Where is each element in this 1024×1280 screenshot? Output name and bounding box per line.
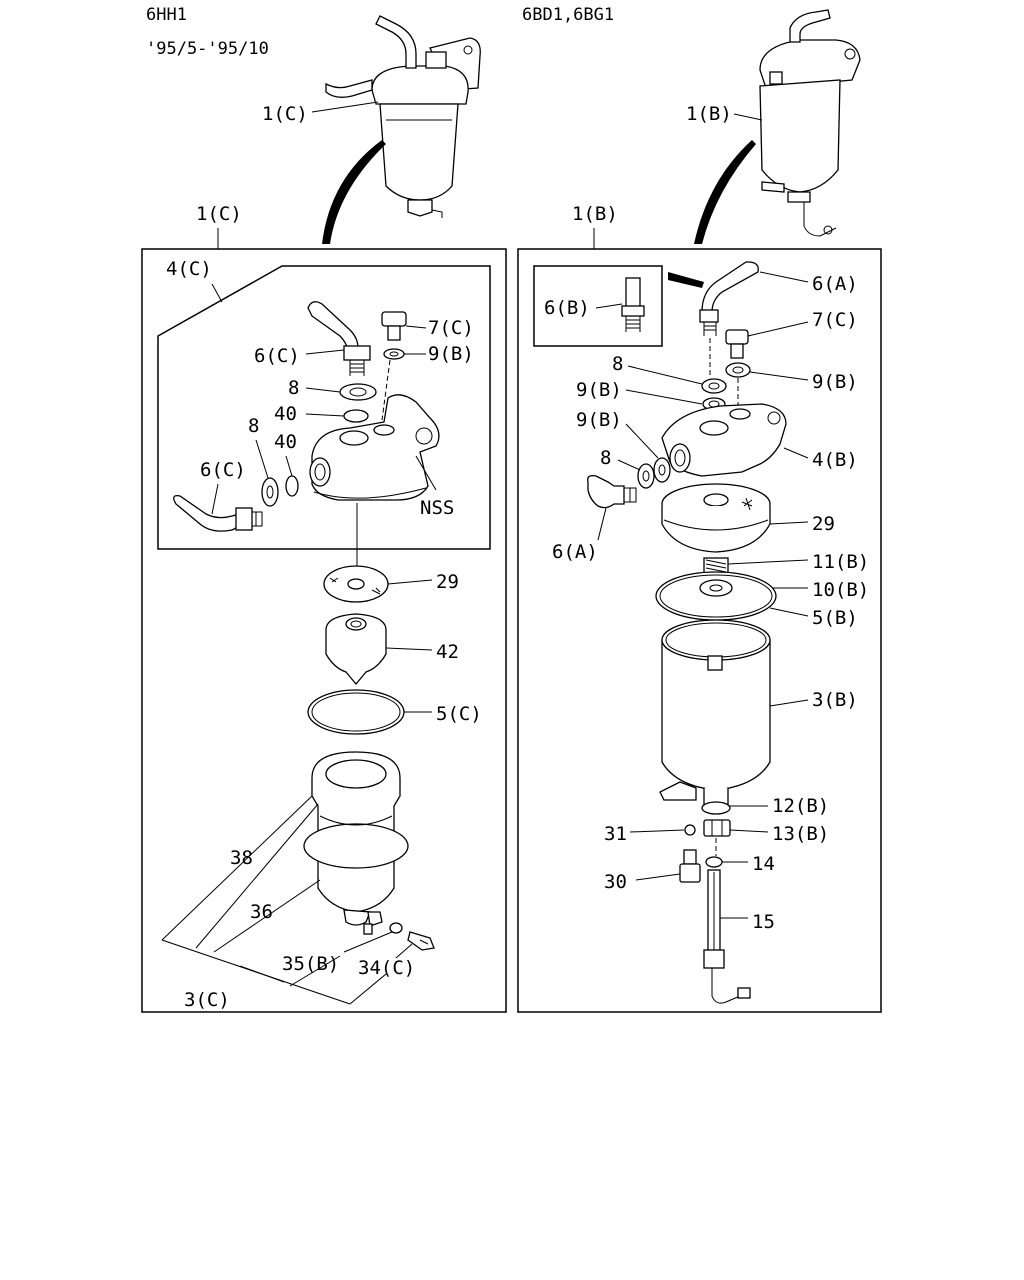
- right-parts-panel: [517, 248, 882, 1013]
- right-washer-8-top-callout: 8: [612, 353, 623, 375]
- right-washer-9b-left-b-callout: 9(B): [576, 409, 622, 431]
- left-washer-9b: [383, 348, 405, 360]
- right-washer-8-side: [637, 463, 655, 489]
- right-filter-element-29: [661, 483, 771, 553]
- left-filter-head: [309, 394, 440, 501]
- right-spring-11b-callout: 11(B): [812, 551, 869, 573]
- right-plug-30: [679, 849, 701, 883]
- right-washer-10b-callout: 10(B): [812, 579, 869, 601]
- left-oring-40-top: [343, 409, 369, 423]
- right-sensor-15-callout: 15: [752, 911, 775, 933]
- right-nut-13b-callout: 13(B): [772, 823, 829, 845]
- left-pipe-side: [173, 495, 263, 532]
- right-cartridge-3b: [659, 619, 771, 809]
- right-washer-9b-right: [725, 362, 751, 378]
- right-pipe-6a-top: [699, 261, 759, 336]
- right-plug-30-callout: 30: [604, 871, 627, 893]
- right-elbow-6a-side: [587, 474, 637, 509]
- right-elbow-6a-side-callout: 6(A): [552, 541, 598, 563]
- left-bowl-group-callout: 3(C): [184, 989, 230, 1011]
- right-oring-12b: [701, 801, 731, 815]
- left-top-assembly-callout: 1(C): [262, 103, 308, 125]
- right-washer-9b-left-b: [653, 457, 671, 483]
- right-sensor-15: [703, 869, 751, 1004]
- left-oring-5c-callout: 5(C): [436, 703, 482, 725]
- left-element-29-callout: 29: [436, 571, 459, 593]
- left-washer-8-side-callout: 8: [248, 415, 259, 437]
- right-filter-head-4b: [661, 403, 787, 477]
- left-bowl-36-callout: 36: [250, 901, 273, 923]
- right-bolt: [725, 329, 749, 359]
- left-part-42-callout: 42: [436, 641, 459, 663]
- left-pipe-top: [307, 301, 371, 376]
- right-ball-31-callout: 31: [604, 823, 627, 845]
- left-model-label: 6HH1: [146, 5, 187, 25]
- right-filter-head-callout: 4(B): [812, 449, 858, 471]
- left-bolt: [381, 311, 407, 341]
- left-filter-element-29: [323, 565, 389, 603]
- left-washer-35b: [389, 922, 403, 934]
- left-zoom-arrow-icon: [322, 140, 386, 244]
- left-washer-8-side: [261, 477, 279, 507]
- right-washer-8-side-callout: 8: [600, 447, 611, 469]
- left-pipe-side-callout: 6(C): [200, 459, 246, 481]
- right-oring-14-callout: 14: [752, 853, 775, 875]
- left-washer-35b-callout: 35(B): [282, 953, 339, 975]
- left-group-bracket-lines: [161, 795, 387, 1005]
- left-panel-assembly-callout: 1(C): [196, 203, 242, 225]
- left-pipe-top-callout: 6(C): [254, 345, 300, 367]
- left-head-assembly-callout: 4(C): [166, 258, 212, 280]
- left-oring-40-side-callout: 40: [274, 431, 297, 453]
- left-parts-panel: [141, 248, 507, 1013]
- right-panel-assembly-callout: 1(B): [572, 203, 618, 225]
- left-oring-40-top-callout: 40: [274, 403, 297, 425]
- left-head-subassembly-frame: [157, 265, 491, 550]
- right-ball-31: [684, 824, 696, 836]
- right-zoom-arrow-icon: [694, 140, 756, 244]
- right-element-29-callout: 29: [812, 513, 835, 535]
- right-models-label: 6BD1,6BG1: [522, 5, 614, 25]
- right-overview-filter-assembly: 1(B): [686, 9, 861, 237]
- left-oring-5c: [307, 689, 405, 735]
- left-drain-plug-34c: [407, 931, 435, 951]
- left-oring-40-side: [285, 475, 299, 497]
- right-inset-frame: [533, 265, 663, 347]
- right-washer-9b-left-a-callout: 9(B): [576, 379, 622, 401]
- right-washer-9b-right-callout: 9(B): [812, 371, 858, 393]
- right-oring-12b-callout: 12(B): [772, 795, 829, 817]
- right-washer-8-top: [701, 378, 727, 394]
- right-pipe-6a-top-callout: 6(A): [812, 273, 858, 295]
- right-oring-14: [705, 856, 723, 868]
- right-cartridge-3b-callout: 3(B): [812, 689, 858, 711]
- right-bolt-callout: 7(C): [812, 309, 858, 331]
- left-period-label: '95/5-'95/10: [146, 39, 269, 59]
- left-bolt-callout: 7(C): [428, 317, 474, 339]
- left-nss-callout: NSS: [420, 497, 454, 519]
- left-bowl-assembly: [303, 751, 409, 935]
- right-inset-6b-callout: 6(B): [544, 297, 590, 319]
- left-part-42: [325, 613, 387, 686]
- right-inset-pointer-icon: [668, 272, 704, 288]
- right-top-assembly-callout: 1(B): [686, 103, 732, 125]
- left-bowl-38-callout: 38: [230, 847, 253, 869]
- left-washer-8-top-callout: 8: [288, 377, 299, 399]
- left-overview-filter-assembly: 1(C): [262, 15, 481, 218]
- right-nut-13b: [703, 819, 731, 837]
- right-inset-fitting-6b: [621, 277, 645, 332]
- left-drain-plug-34c-callout: 34(C): [358, 957, 415, 979]
- right-oring-5b-callout: 5(B): [812, 607, 858, 629]
- left-washer-8-top: [339, 383, 377, 401]
- left-washer-9b-callout: 9(B): [428, 343, 474, 365]
